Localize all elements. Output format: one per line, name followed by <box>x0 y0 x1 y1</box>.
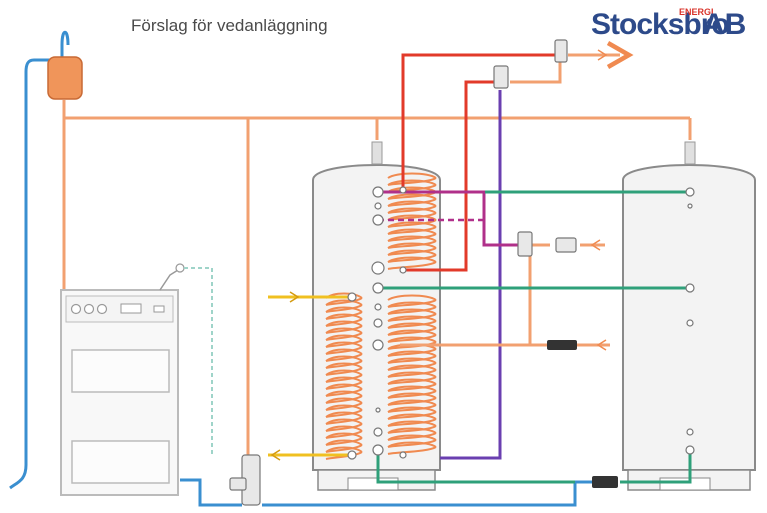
port <box>399 186 407 194</box>
mixing-valve-icon <box>241 39 577 506</box>
company-logo: Stocksbro ENERGI AB <box>591 6 763 46</box>
port <box>372 214 384 226</box>
logo-wordmark: Stocksbro <box>591 8 730 41</box>
circulation-pump-icon <box>229 340 618 491</box>
port <box>685 187 695 197</box>
port <box>347 292 357 302</box>
port <box>686 428 694 436</box>
port <box>374 303 382 311</box>
cold-return-pipe <box>9 30 600 507</box>
mixing-circuit-pipe <box>378 190 518 247</box>
port <box>347 450 357 460</box>
buffer-transfer-pipe <box>376 190 692 484</box>
port <box>375 407 381 413</box>
port <box>372 282 384 294</box>
expansion-tank-icon <box>47 56 83 100</box>
port <box>372 186 384 198</box>
tank-ports <box>347 186 695 460</box>
port <box>373 427 383 437</box>
coil <box>325 292 363 460</box>
hot-supply-pipe <box>401 53 560 272</box>
page-title: Förslag för vedanläggning <box>131 16 328 35</box>
solar-inlet-pipe <box>268 291 352 461</box>
port <box>685 445 695 455</box>
port <box>686 319 694 327</box>
domestic-hot-water-pipe <box>400 41 634 347</box>
supply-header-pipe <box>62 100 692 455</box>
port <box>399 451 407 459</box>
circulation-return-pipe <box>440 90 502 460</box>
port <box>372 339 384 351</box>
thermometer-icon <box>175 263 185 273</box>
port <box>374 202 382 210</box>
port <box>685 283 695 293</box>
wood-boiler <box>60 289 179 496</box>
port <box>373 318 383 328</box>
port <box>687 203 693 209</box>
port <box>371 261 385 275</box>
port <box>399 266 407 274</box>
logo-superscript: ENERGI <box>679 7 714 17</box>
logo-ab: AB <box>703 8 747 41</box>
flow-arrow-icon <box>590 49 608 351</box>
port <box>372 444 384 456</box>
coil <box>387 172 437 270</box>
